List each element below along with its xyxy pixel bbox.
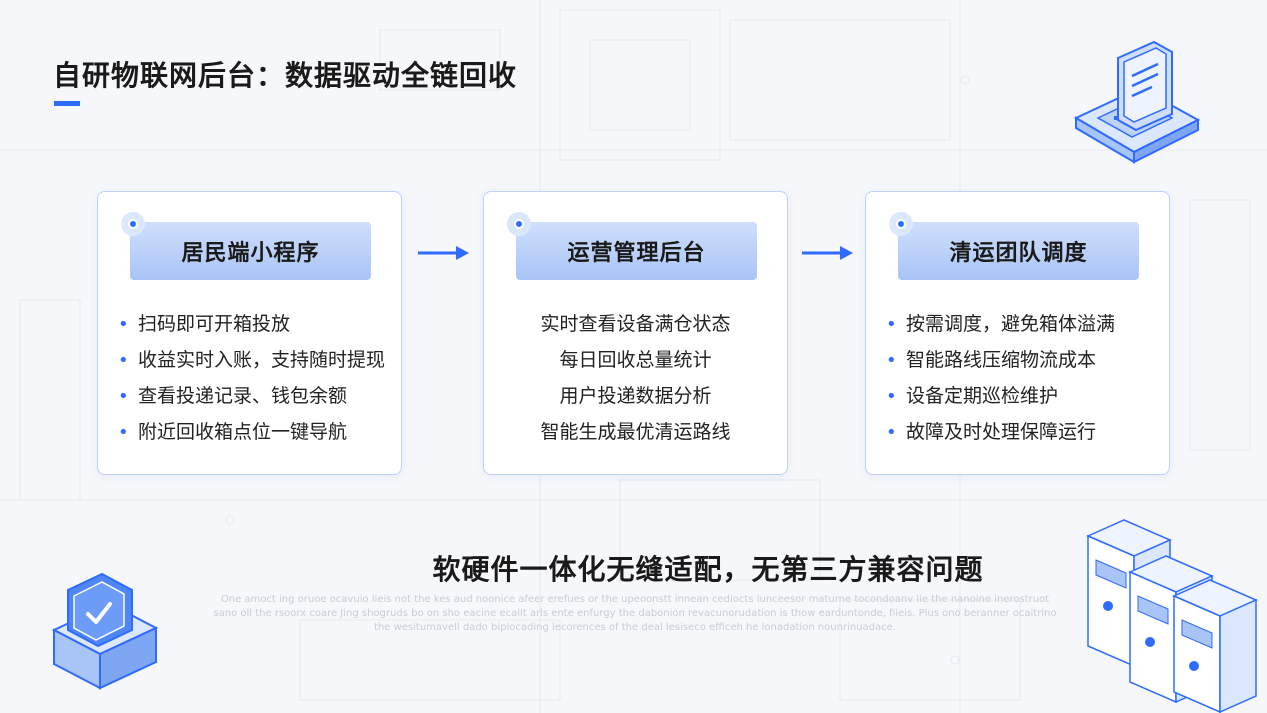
feature-list: 扫码即可开箱投放 收益实时入账，支持随时提现 查看投递记录、钱包余额 附近回收箱… — [98, 308, 401, 452]
list-item: 每日回收总量统计 — [559, 349, 712, 371]
list-item: 故障及时处理保障运行 — [866, 416, 1169, 452]
card-header: 清运团队调度 — [898, 222, 1139, 280]
list-item: 智能生成最优清运路线 — [540, 421, 731, 443]
title-underline-accent — [54, 101, 80, 106]
list-item: 实时查看设备满仓状态 — [540, 313, 731, 335]
list-item: 按需调度，避免箱体溢满 — [866, 308, 1169, 344]
list-item: 扫码即可开箱投放 — [98, 308, 401, 344]
list-item: 设备定期巡检维护 — [866, 380, 1169, 416]
faint-background-text: One amoct ing oruoe ocavuio lieis not th… — [213, 594, 1057, 633]
card-header: 运营管理后台 — [516, 222, 757, 280]
feature-list: 按需调度，避免箱体溢满 智能路线压缩物流成本 设备定期巡检维护 故障及时处理保障… — [866, 308, 1169, 452]
server-rack-isometric-icon — [1086, 519, 1258, 713]
folder-check-isometric-icon — [51, 572, 159, 690]
list-item: 智能路线压缩物流成本 — [866, 344, 1169, 380]
card-header: 居民端小程序 — [130, 222, 371, 280]
page-title: 自研物联网后台：数据驱动全链回收 — [53, 59, 518, 92]
list-item: 查看投递记录、钱包余额 — [98, 380, 401, 416]
card-operations-backend: 运营管理后台 实时查看设备满仓状态 每日回收总量统计 用户投递数据分析 智能生成… — [483, 191, 788, 475]
arrow-right-icon — [418, 246, 469, 260]
list-item: 附近回收箱点位一键导航 — [98, 416, 401, 452]
laptop-isometric-icon — [1073, 40, 1201, 164]
bullet-dot-icon — [121, 212, 145, 236]
bullet-dot-icon — [889, 212, 913, 236]
card-resident-miniprogram: 居民端小程序 扫码即可开箱投放 收益实时入账，支持随时提现 查看投递记录、钱包余… — [97, 191, 402, 475]
list-item: 收益实时入账，支持随时提现 — [98, 344, 401, 380]
bottom-headline: 软硬件一体化无缝适配，无第三方兼容问题 — [432, 553, 984, 586]
arrow-right-icon — [802, 246, 853, 260]
feature-list: 实时查看设备满仓状态 每日回收总量统计 用户投递数据分析 智能生成最优清运路线 — [484, 308, 787, 452]
card-cleanup-dispatch: 清运团队调度 按需调度，避免箱体溢满 智能路线压缩物流成本 设备定期巡检维护 故… — [865, 191, 1170, 475]
bullet-dot-icon — [507, 212, 531, 236]
list-item: 用户投递数据分析 — [559, 385, 712, 407]
